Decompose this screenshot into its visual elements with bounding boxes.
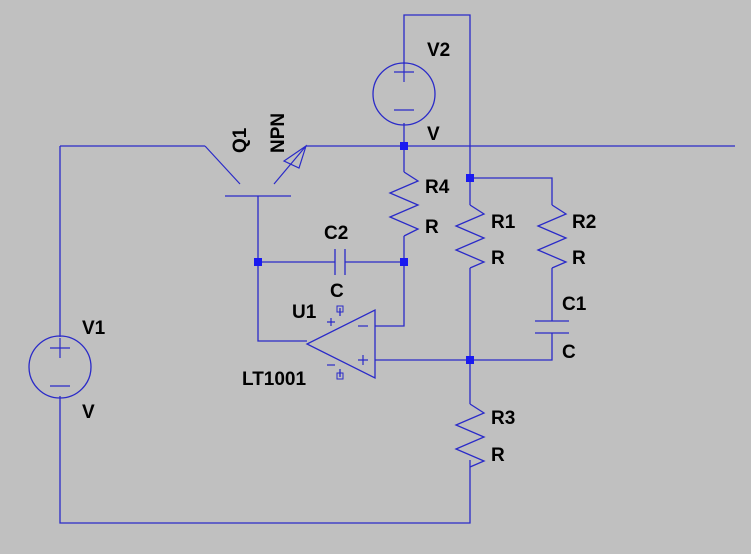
wire-v1-left — [59, 146, 471, 524]
v1-ref-label: V1 — [82, 318, 106, 339]
r3-ref-label: R3 — [491, 408, 515, 429]
junction-dot — [254, 258, 262, 266]
r2-value-label: R — [572, 248, 586, 269]
labels: Q1 NPN V2 V V1 V R4 R R1 R R2 R R3 R C2 … — [82, 40, 596, 466]
r1-value-label: R — [491, 248, 505, 269]
c1-value-label: C — [562, 342, 576, 363]
voltage-source-v2-symbol — [372, 62, 436, 126]
junction-dot — [466, 174, 474, 182]
v2-value-label: V — [427, 124, 440, 145]
transistor-q1-symbol — [204, 144, 308, 197]
junctions — [254, 142, 474, 364]
resistor-r3-symbol — [454, 403, 486, 468]
c2-ref-label: C2 — [324, 223, 348, 244]
u1-value-label: LT1001 — [242, 369, 307, 390]
capacitor-c1-symbol — [535, 320, 569, 334]
junction-dot — [466, 356, 474, 364]
voltage-source-v1-symbol — [28, 335, 92, 399]
u1-ref-label: U1 — [292, 302, 317, 323]
v1-value-label: V — [82, 402, 95, 423]
r1-ref-label: R1 — [491, 212, 516, 233]
r4-ref-label: R4 — [425, 177, 450, 198]
wire-q1-base — [257, 196, 307, 342]
resistor-r1-symbol — [454, 204, 486, 269]
resistor-r4-symbol — [388, 171, 420, 237]
resistor-r2-symbol — [536, 204, 568, 269]
capacitor-c2-symbol — [334, 249, 346, 275]
wire-r2-c1 — [375, 268, 553, 361]
junction-dot — [400, 142, 408, 150]
c2-value-label: C — [330, 281, 344, 302]
r3-value-label: R — [491, 445, 505, 466]
opamp-u1-symbol — [305, 305, 376, 380]
q1-ref-label: Q1 — [230, 127, 251, 153]
r4-value-label: R — [425, 217, 439, 238]
junction-dot — [400, 258, 408, 266]
q1-value-label: NPN — [268, 113, 289, 153]
wires — [59, 14, 735, 524]
wire-r1-r2-node — [470, 177, 553, 205]
r2-ref-label: R2 — [572, 212, 596, 233]
c1-ref-label: C1 — [562, 294, 587, 315]
v2-ref-label: V2 — [427, 40, 450, 61]
wire-r4-column — [375, 146, 405, 327]
